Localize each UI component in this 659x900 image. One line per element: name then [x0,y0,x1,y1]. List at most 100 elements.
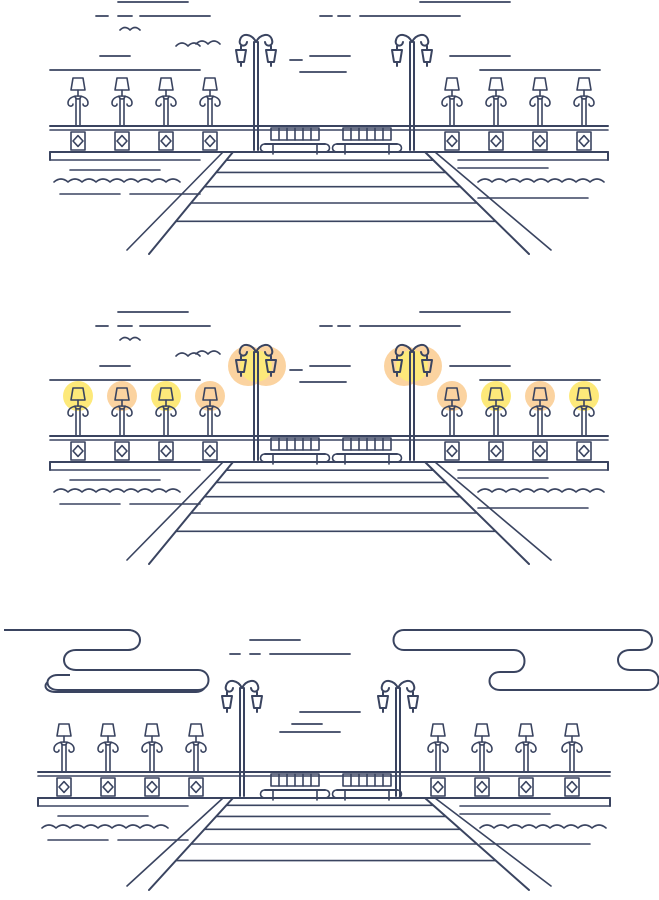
lantern-shade [488,77,504,91]
railing-post [532,131,548,151]
street-lamp-icon [377,680,419,797]
pier-day-drawing [49,1,609,255]
railing-post [114,441,130,461]
scroll-right [121,405,133,417]
lamp-curl-right [411,34,430,47]
post-body [158,131,174,151]
post-ornament [476,780,488,794]
scroll-left [199,405,211,417]
sky [49,311,601,383]
bench-scroll [331,143,338,153]
lantern-shade [444,387,460,401]
scroll-left [485,405,497,417]
railing-post [202,441,218,461]
lantern-left [235,359,247,373]
scroll-right [121,95,133,107]
scroll-right [571,741,583,753]
pier-group [49,311,609,565]
scroll-left [573,405,585,417]
bench-scroll [259,143,266,153]
cloud-shape [392,629,659,691]
lamp-glow [151,381,181,411]
lamp-glow [195,381,225,411]
bench-scroll [396,789,403,799]
pier-scene-day [0,0,659,270]
railing-post [518,777,534,797]
walk-edge-right-outer [434,151,552,251]
bench-icon [259,127,331,155]
bench-scroll [259,453,266,463]
post-ornament [72,444,84,458]
railing-post [70,441,86,461]
pier-group [4,629,659,891]
post-body [444,131,460,151]
lantern-shade [70,387,86,401]
small-lamp-icon [151,381,181,437]
post-ornament [72,134,84,148]
lantern-right [265,359,277,373]
post-body [70,441,86,461]
scroll-right [481,741,493,753]
post-body [444,441,460,461]
railing-post [158,441,174,461]
scroll-right [451,95,463,107]
small-lamp-icon [107,381,137,437]
railing-post [444,441,460,461]
lamp-glow [481,381,511,411]
bird-icon [119,336,141,341]
lantern-shade [576,77,592,91]
scroll-right [583,405,595,417]
small-lamp-icon [427,723,449,773]
lantern-shade [474,723,490,737]
post-body [56,777,72,797]
lantern-shade [532,77,548,91]
lantern-shade [158,387,174,401]
scroll-right [209,405,221,417]
scroll-right [525,741,537,753]
scroll-right [165,405,177,417]
post-ornament [190,780,202,794]
small-lamp-icon [525,381,555,437]
lantern-right [421,359,433,373]
scroll-right [63,741,75,753]
scroll-left [141,741,153,753]
scroll-right [77,405,89,417]
water-wave [477,178,605,183]
street-lamp-icon [228,344,286,461]
water-wave [477,488,605,493]
small-lamp-icon [561,723,583,773]
lantern-shade [114,387,130,401]
small-lamp-icon [195,381,225,437]
lamp-curl-left [394,344,413,357]
lantern-shade [56,723,72,737]
lamp-glow [525,381,555,411]
pier-scene-cloudy [0,620,659,900]
lantern-left [235,49,247,63]
boardwalk [126,151,552,255]
post-ornament [116,444,128,458]
lamp-curl-left [224,680,243,693]
post-ornament [160,134,172,148]
post-body [158,441,174,461]
scroll-left [155,405,167,417]
scroll-left [199,95,211,107]
bench-icon [259,437,331,465]
small-lamp-icon [441,77,463,127]
small-lamp-icon [63,381,93,437]
lamp-glow [437,381,467,411]
scroll-left [485,95,497,107]
balustrade [37,771,611,799]
scroll-right [107,741,119,753]
scroll-left [561,741,573,753]
small-lamp-icon [437,381,467,437]
scroll-right [539,95,551,107]
lantern-shade [100,723,116,737]
small-lamp-icon [141,723,163,773]
post-body [518,777,534,797]
post-body [474,777,490,797]
post-body [576,441,592,461]
bench-scroll [396,453,403,463]
small-lamp-icon [97,723,119,773]
scroll-right [495,405,507,417]
